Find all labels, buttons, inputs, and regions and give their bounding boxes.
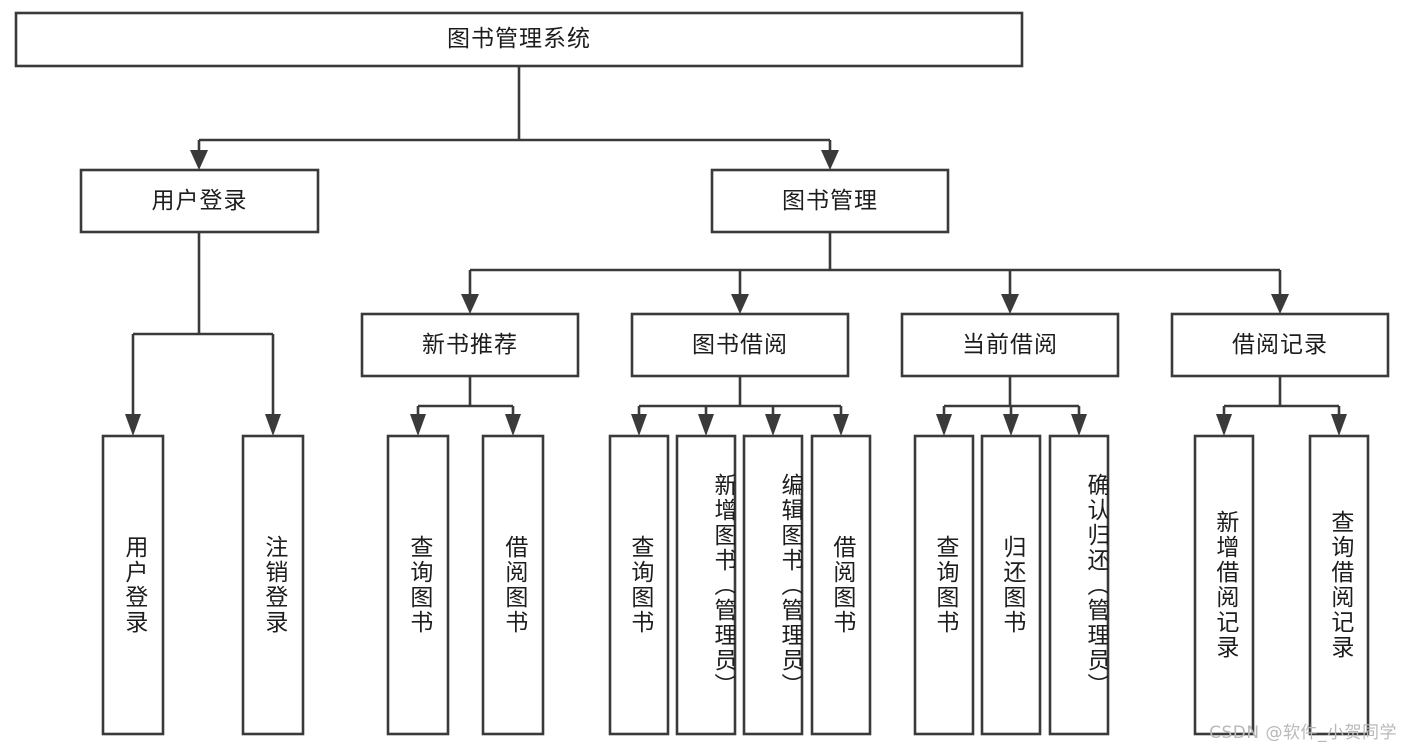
node-rectangles bbox=[14, 11, 1390, 736]
node-box-leaf-query-book-current[interactable] bbox=[913, 434, 975, 736]
node-box-leaf-edit-book-admin[interactable] bbox=[742, 434, 804, 736]
arrowhead-leaf-add-borrow-record bbox=[1216, 414, 1232, 436]
connector-currentborrow-to-leaves bbox=[936, 376, 1087, 436]
node-box-leaf-return-book[interactable] bbox=[980, 434, 1042, 736]
arrowhead-leaf-query-book-borrow bbox=[631, 414, 647, 436]
arrowhead-new-book-recommend bbox=[461, 294, 479, 314]
arrowhead-book-management bbox=[821, 150, 839, 170]
node-box-leaf-add-borrow-record[interactable] bbox=[1193, 434, 1255, 736]
node-box-new-book-recommend[interactable] bbox=[360, 312, 580, 378]
connector-borrowrecord-to-leaves bbox=[1216, 376, 1347, 436]
node-box-book-borrow[interactable] bbox=[630, 312, 850, 378]
arrowhead-user-login bbox=[190, 150, 208, 170]
arrowhead-leaf-return-book bbox=[1003, 414, 1019, 436]
arrowhead-leaf-user-logout bbox=[265, 414, 281, 436]
arrowhead-leaf-confirm-return-admin bbox=[1071, 414, 1087, 436]
node-box-leaf-user-login[interactable] bbox=[101, 434, 165, 736]
connector-userlogin-to-leaves bbox=[125, 232, 281, 436]
arrowhead-leaf-user-login bbox=[125, 414, 141, 436]
node-box-current-borrow[interactable] bbox=[900, 312, 1120, 378]
node-box-user-login[interactable] bbox=[79, 168, 320, 234]
node-box-leaf-add-book-admin[interactable] bbox=[675, 434, 737, 736]
arrowhead-leaf-borrow-book-rec bbox=[505, 414, 521, 436]
connector-bookborrow-to-leaves bbox=[631, 376, 849, 436]
node-box-leaf-query-book-rec[interactable] bbox=[386, 434, 450, 736]
arrowhead-leaf-add-book-admin bbox=[698, 414, 714, 436]
arrowhead-book-borrow bbox=[731, 294, 749, 314]
node-box-leaf-user-logout[interactable] bbox=[241, 434, 305, 736]
connector-bookmgmt-to-level3 bbox=[461, 232, 1289, 314]
node-box-leaf-query-book-borrow[interactable] bbox=[608, 434, 670, 736]
node-box-root[interactable] bbox=[14, 11, 1024, 68]
arrowhead-current-borrow bbox=[1001, 294, 1019, 314]
arrowhead-leaf-borrow-book bbox=[833, 414, 849, 436]
arrowhead-leaf-query-book-current bbox=[936, 414, 952, 436]
node-box-leaf-confirm-return-admin[interactable] bbox=[1048, 434, 1110, 736]
node-box-book-management[interactable] bbox=[710, 168, 950, 234]
node-box-leaf-query-borrow-record[interactable] bbox=[1308, 434, 1370, 736]
arrowhead-borrow-record bbox=[1271, 294, 1289, 314]
node-box-leaf-borrow-book[interactable] bbox=[810, 434, 872, 736]
arrowhead-leaf-query-borrow-record bbox=[1331, 414, 1347, 436]
connector-root-to-level2 bbox=[190, 66, 839, 170]
node-box-leaf-borrow-book-rec[interactable] bbox=[481, 434, 545, 736]
connector-newbook-to-leaves bbox=[410, 376, 521, 436]
node-box-borrow-record[interactable] bbox=[1170, 312, 1390, 378]
arrowhead-leaf-edit-book-admin bbox=[765, 414, 781, 436]
arrowhead-leaf-query-book-rec bbox=[410, 414, 426, 436]
